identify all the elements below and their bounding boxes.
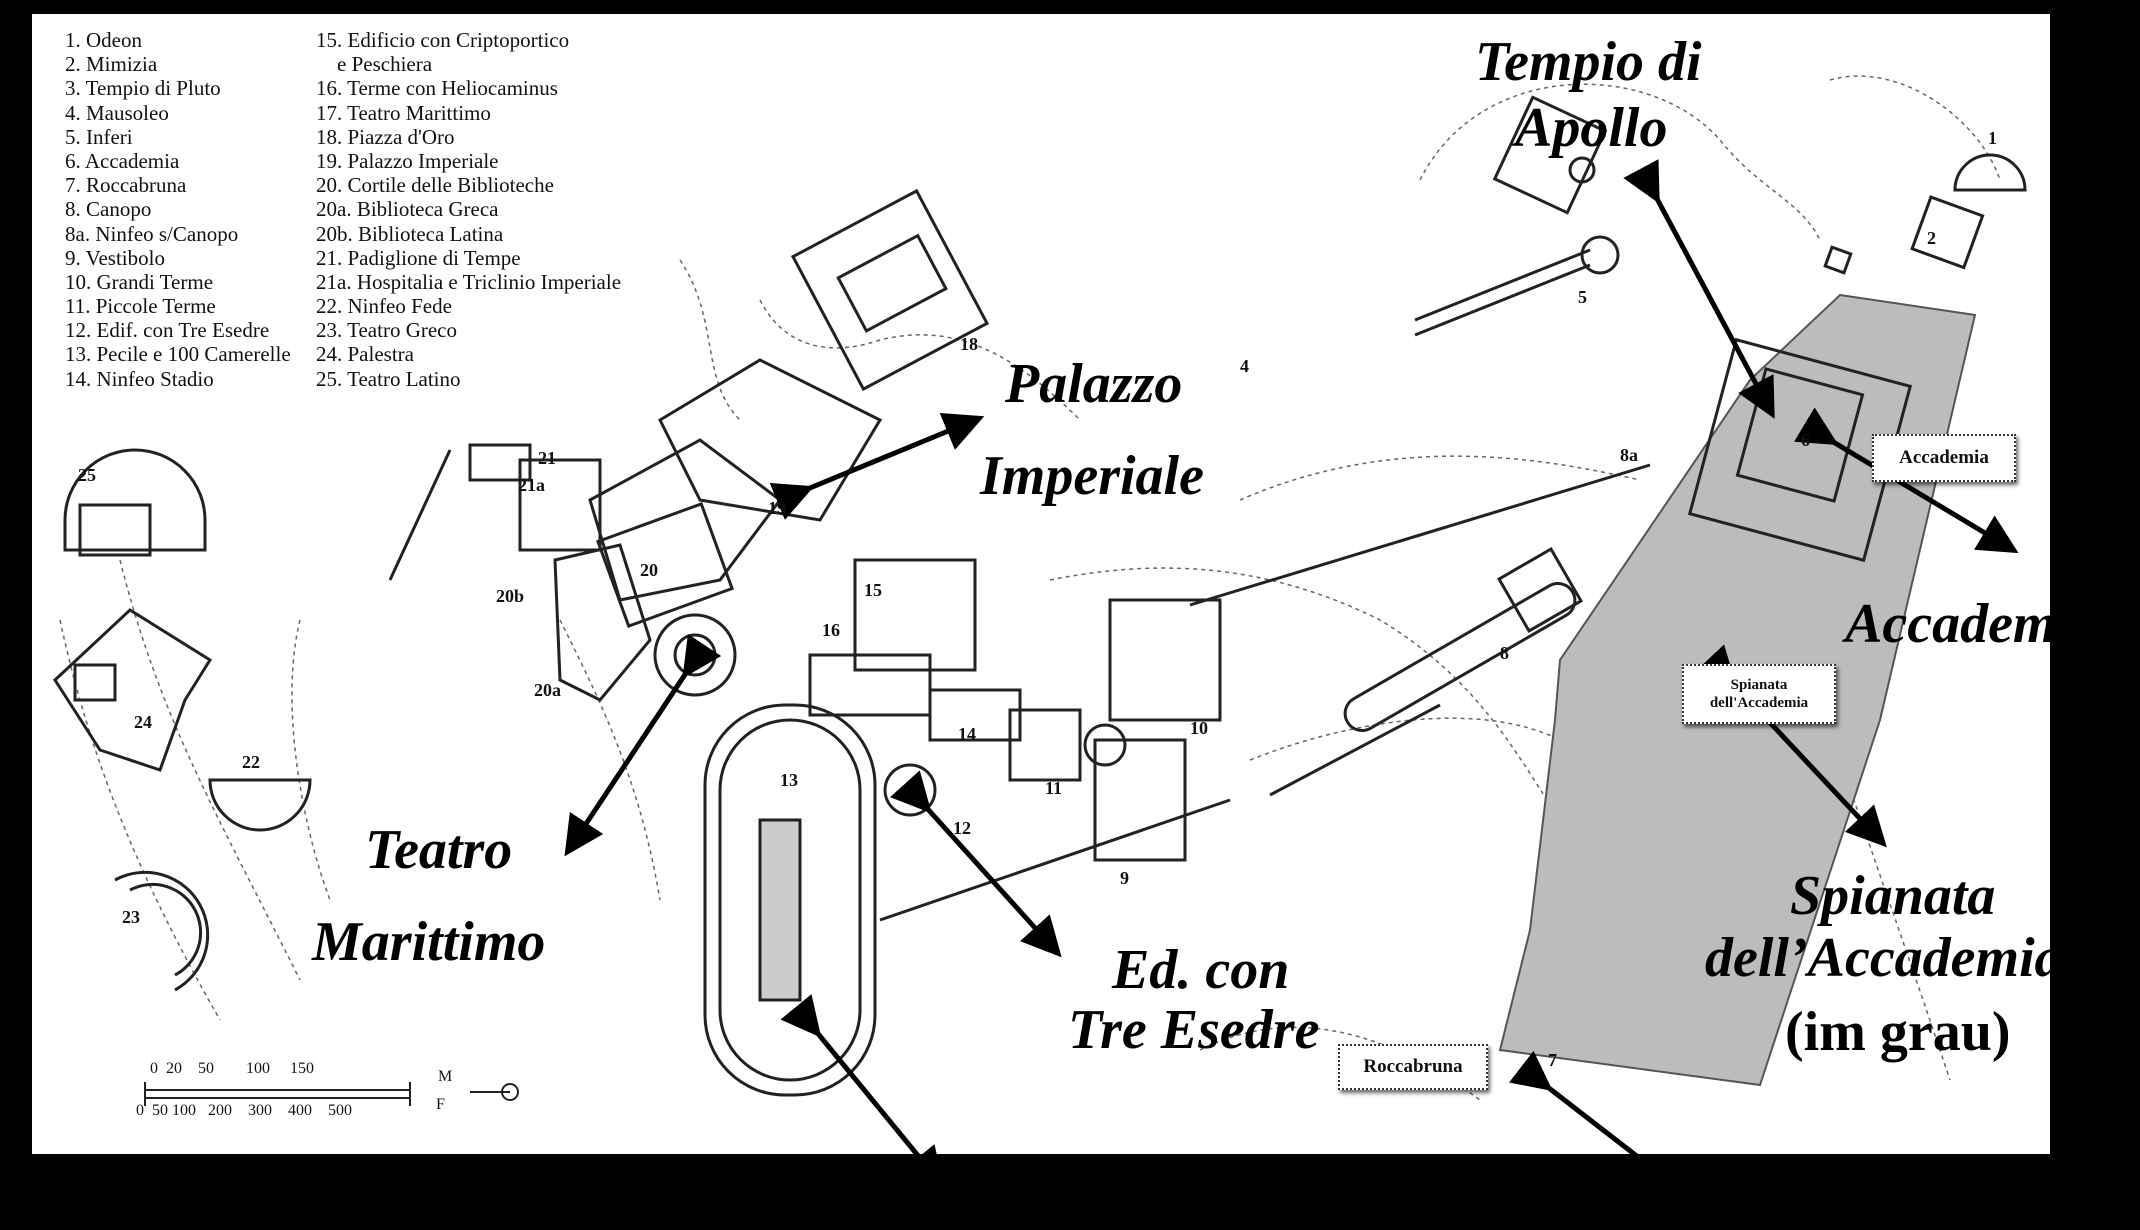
site-number: 9 [1120,868,1129,888]
legend-item: 20. Cortile delle Biblioteche [316,173,554,198]
label-roccabruna: Roccabruna [1730,1167,2014,1229]
legend-item: 3. Tempio di Pluto [65,76,221,101]
legend-item: 2. Mimizia [65,52,158,77]
legend-item: 7. Roccabruna [65,173,187,198]
scale-unit-f: F [436,1096,445,1113]
legend-item: 13. Pecile e 100 Camerelle [65,342,291,367]
legend-item: 9. Vestibolo [65,245,165,270]
site-number: 25 [78,465,96,485]
site-number: 19 [768,498,786,518]
arrow-teatro [564,633,722,857]
site-number: 22 [242,752,260,772]
site-number: 18 [960,334,978,354]
site-number: 8a [1620,445,1638,465]
legend-item: 8a. Ninfeo s/Canopo [65,221,239,246]
site-number: 8 [1500,643,1509,663]
label-palazzo-line-1: Palazzo [1005,353,1183,415]
arrow-accademia [1793,407,2019,554]
legend-item: 5. Inferi [65,124,133,149]
site-number: 11 [1045,778,1063,798]
buildings [53,95,2027,1097]
label-spianata-line-3: (im grau) [1785,1001,2011,1063]
contour-lines [59,75,2001,1101]
legend-column-2: 15. Edificio con Criptoportico e Peschie… [316,28,621,391]
scale-feet: 0 50 100 200 300 400 500 [136,1102,352,1119]
site-number: 14 [958,724,976,744]
site-number: 16 [822,620,840,640]
legend-item: 12. Edif. con Tre Esedre [65,318,270,343]
site-number: 6 [1801,430,1810,450]
arrow-pecile [780,994,945,1188]
arrow-roccabruna [1509,1050,1708,1212]
legend-item: 22. Ninfeo Fede [316,294,452,319]
legend-item: 6. Accademia [65,148,180,173]
label-teatro-line-1: Teatro [365,819,513,881]
legend-item: 11. Piccole Terme [65,294,216,319]
site-number: 24 [134,712,152,732]
site-number: 10 [1190,718,1208,738]
scale-bar [144,1082,519,1106]
site-number: 13 [780,770,798,790]
legend-item: 21a. Hospitalia e Triclinio Imperiale [316,269,622,294]
site-number: 20b [496,586,525,606]
site-number: 2 [1927,228,1936,248]
site-number: 5 [1578,287,1587,307]
roccabruna-box: Roccabruna [1338,1044,1488,1090]
label-tempio-line-1: Tempio di [1475,31,1702,93]
label-edificio-line-1: Ed. con [1112,939,1290,1001]
label-spianata-line-2: dell’Accademia [1705,927,2063,989]
label-accademia: Accademia [1845,593,2101,655]
figure-caption: Abb. 2 [45,1185,149,1223]
legend-item: 20b. Biblioteca Latina [316,221,504,246]
accademia-box: Accademia [1872,434,2016,482]
site-number: 1 [1988,128,1997,148]
arrow-tempio [1623,159,1775,419]
arrow-edificio [890,770,1062,958]
legend-item: 24. Palestra [316,342,414,367]
spianata-box-line-2: dell'Accademia [1709,695,1809,711]
site-number: 12 [953,818,971,838]
legend-item: 14. Ninfeo Stadio [65,366,214,391]
site-number: 15 [864,580,882,600]
legend-item: 16. Terme con Heliocaminus [316,76,558,101]
site-number: 23 [122,907,140,927]
site-number: 20a [534,680,561,700]
legend-item: e Peschiera [316,52,433,77]
label-teatro-line-2: Marittimo [312,911,546,973]
site-number: 4 [1240,356,1249,376]
site-number: 21 [538,448,556,468]
label-pecile: Pecile [966,1144,1106,1206]
legend-item: 25. Teatro Latino [316,366,461,391]
legend-item: 18. Piazza d'Oro [316,124,455,149]
legend-item: 15. Edificio con Criptoportico [316,28,570,52]
label-spianata-line-1: Spianata [1790,865,1996,927]
legend-item: 17. Teatro Marittimo [316,100,491,125]
arrow-palazzo [769,412,985,520]
scale-unit-m: M [438,1068,453,1085]
label-edificio-line-2: Tre Esedre [1068,999,1320,1061]
spianata-box: Spianata dell'Accademia [1682,664,1836,724]
spianata-box-line-1: Spianata [1730,677,1788,693]
legend-item: 19. Palazzo Imperiale [316,148,499,173]
label-palazzo-line-2: Imperiale [980,445,1204,507]
legend-item: 20a. Biblioteca Greca [316,197,499,222]
site-number: 21a [518,475,545,495]
legend-item: 21. Padiglione di Tempe [316,245,521,270]
legend-item: 4. Mausoleo [65,100,169,125]
legend-item: 8. Canopo [65,197,152,222]
legend-item: 1. Odeon [65,28,142,52]
site-number: 20 [640,560,658,580]
label-tempio-line-2: Apollo [1515,97,1668,159]
legend-item: 23. Teatro Greco [316,318,458,343]
legend-item: 10. Grandi Terme [65,269,214,294]
site-number: 7 [1548,1050,1557,1070]
scale-meters: 0 20 50 100 150 [150,1060,314,1077]
